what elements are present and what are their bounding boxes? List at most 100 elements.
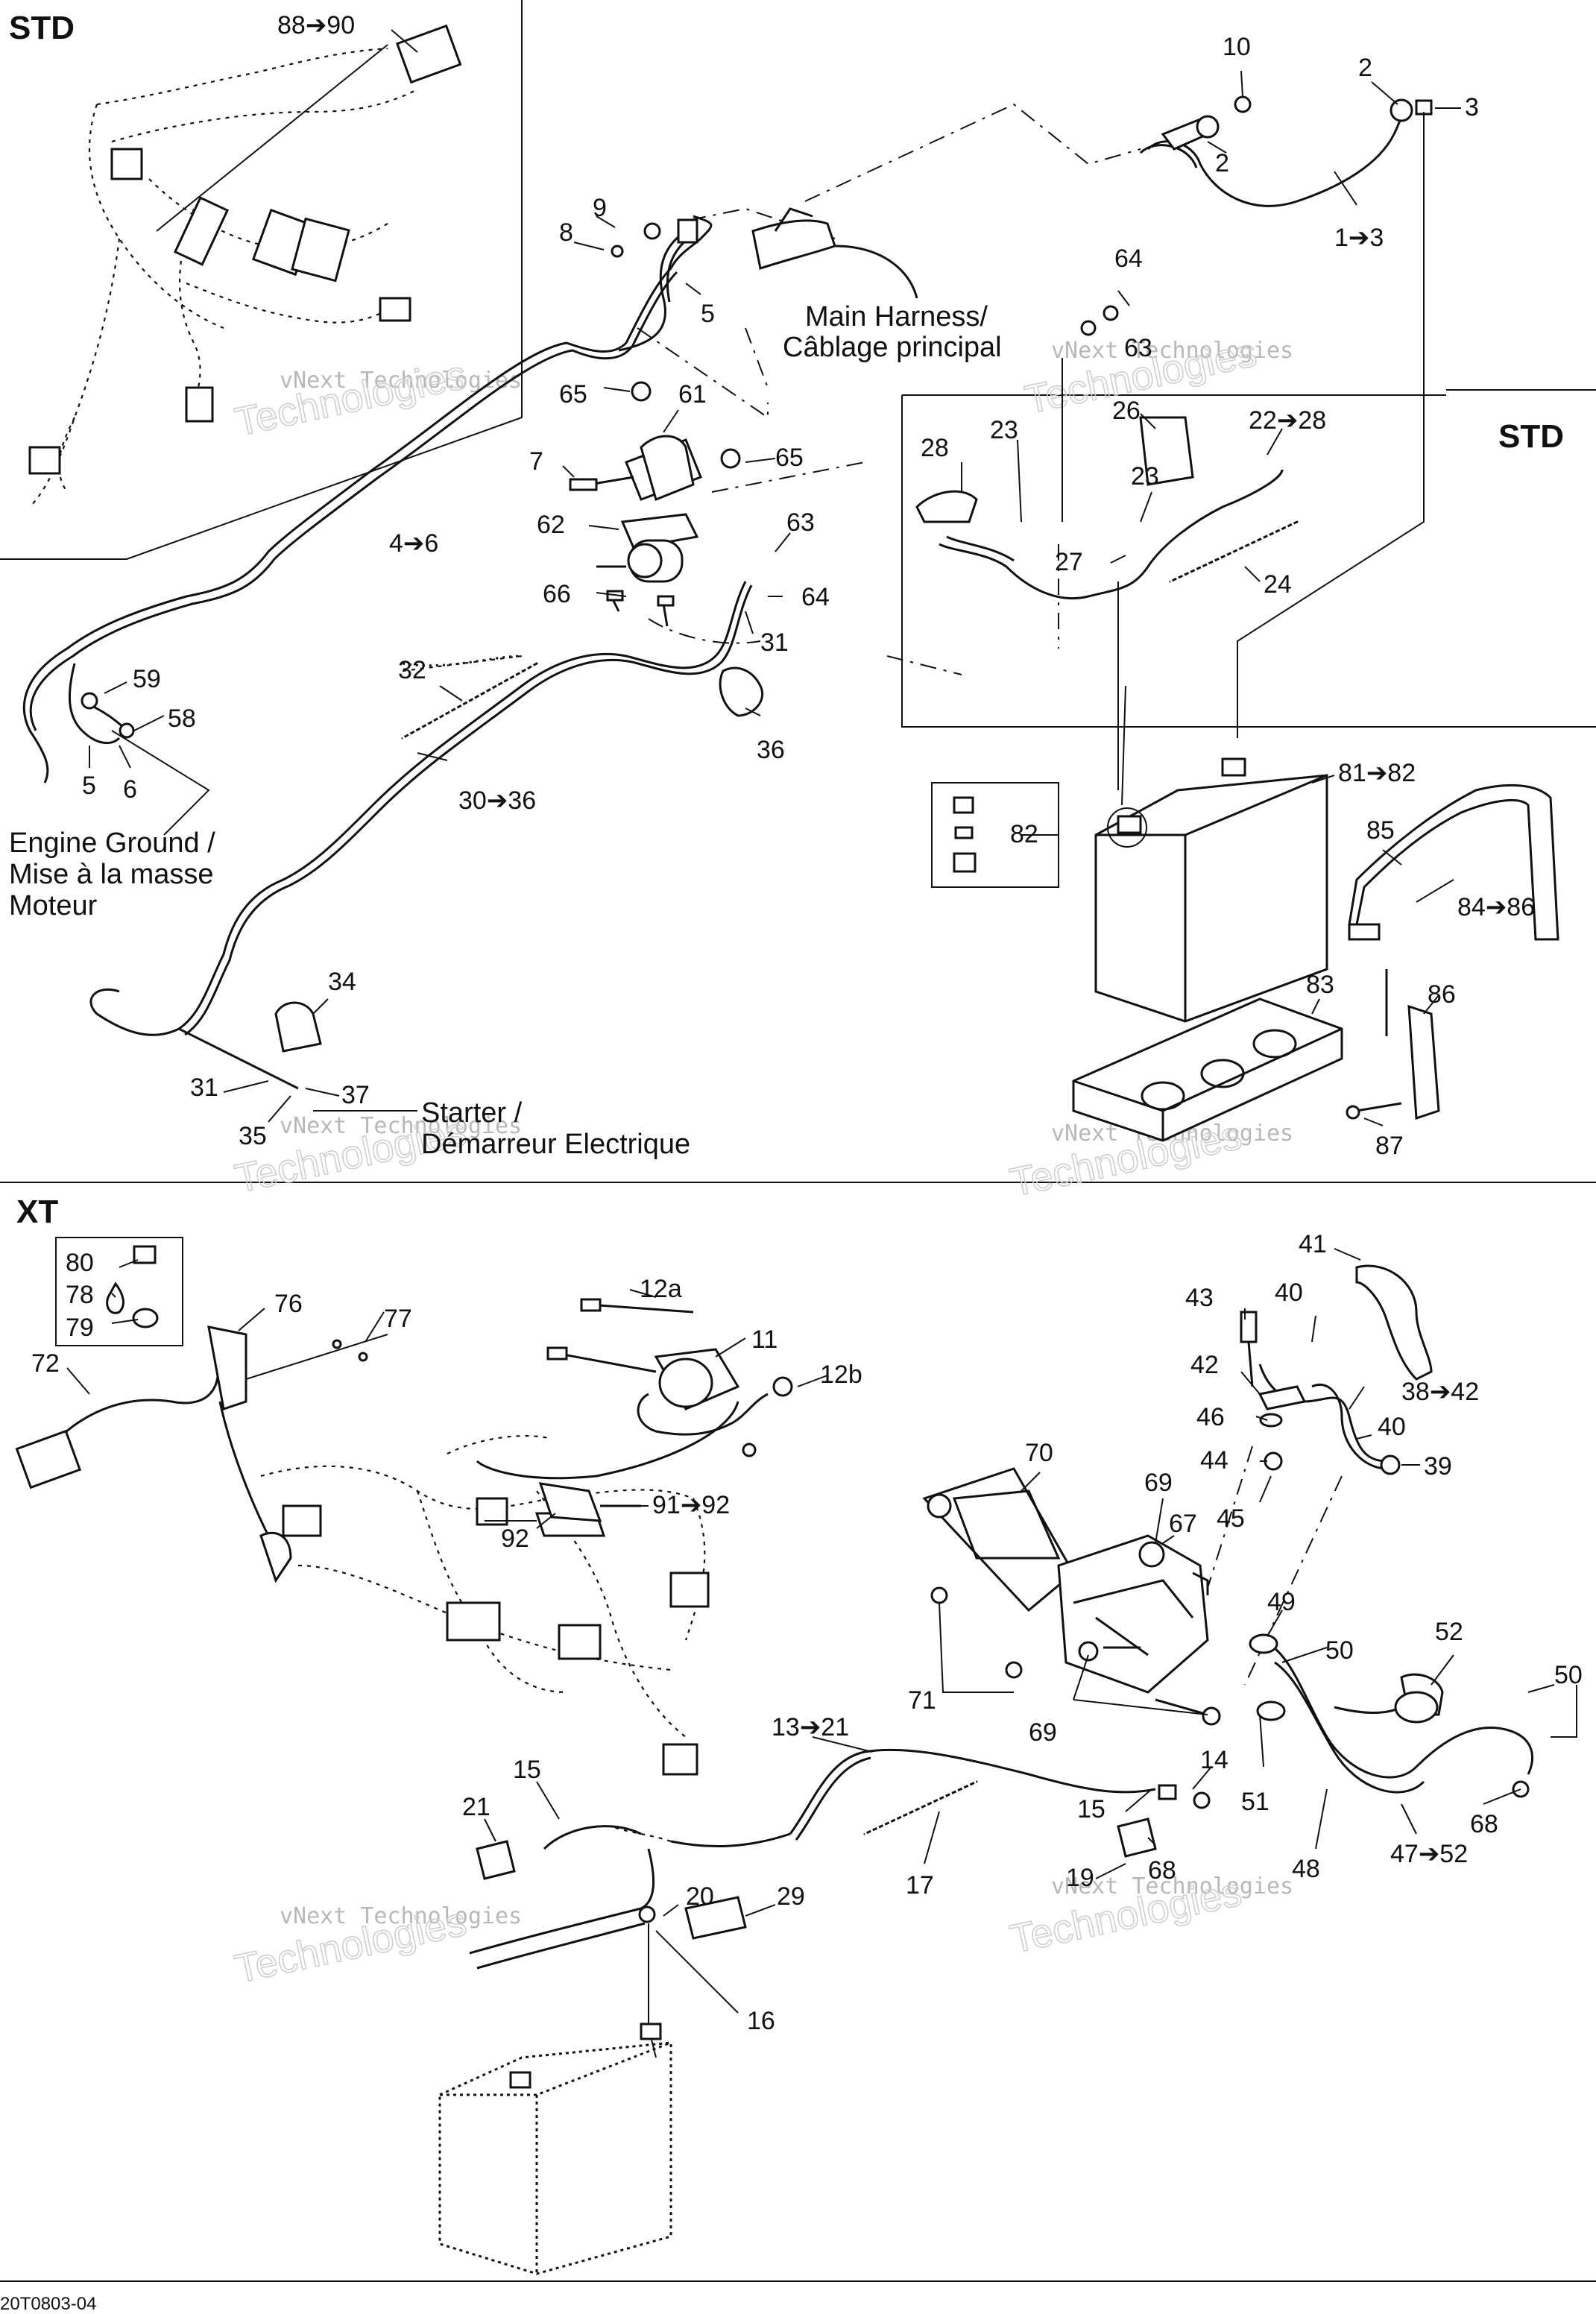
callout-69: 69 [1144, 1469, 1173, 1497]
terminal-cover-icon [915, 490, 978, 523]
callout-83: 83 [1306, 971, 1334, 999]
svg-text:vNext Technologies: vNext Technologies [1051, 1873, 1293, 1900]
callout-31: 31 [190, 1074, 218, 1102]
leader-lines [66, 29, 1555, 2014]
callout-87: 87 [1375, 1132, 1404, 1160]
bolt-icon [133, 1245, 157, 1264]
std-cables [22, 215, 764, 1090]
xt-connector-91-92 [538, 1482, 641, 1522]
callout-12a: 12a [640, 1275, 682, 1303]
callout-34: 34 [328, 968, 356, 996]
nut-icon [1193, 1791, 1211, 1809]
callout-44: 44 [1200, 1446, 1228, 1475]
callout-9: 9 [593, 194, 607, 222]
callout-81-82: 81➔82 [1338, 759, 1416, 787]
svg-text:Moteur: Moteur [9, 890, 98, 921]
callout-71: 71 [908, 1686, 936, 1715]
callout-22-28: 22➔28 [1249, 406, 1326, 435]
screw-icon [1346, 1105, 1360, 1120]
callout-3: 3 [1465, 93, 1479, 122]
terminal-cover-icon [274, 1001, 322, 1053]
bracket-icon [1407, 1004, 1440, 1120]
callout-14: 14 [1200, 1746, 1228, 1774]
callout-40: 40 [1378, 1413, 1406, 1441]
std-wiring-harness [28, 24, 462, 508]
callout-32: 32 [398, 656, 426, 684]
callout-82: 82 [1010, 820, 1038, 848]
callout-79: 79 [66, 1314, 94, 1342]
xt-solenoid [476, 1298, 793, 1480]
callout-36: 36 [757, 736, 785, 764]
fastener-icon [930, 1586, 948, 1604]
callout-63: 63 [786, 508, 815, 537]
callout-77: 77 [384, 1305, 412, 1333]
callout-68: 68 [1470, 1810, 1498, 1838]
battery-terminal-icon [1117, 815, 1142, 834]
connector-icon [379, 297, 411, 322]
callout-16: 16 [747, 2007, 775, 2035]
section-title-std: STD [9, 10, 75, 46]
callouts: 10 2 3 2 1➔3 9 8 5 64 63 65 61 7 65 62 6… [31, 33, 1583, 2035]
callout-41: 41 [1299, 1230, 1327, 1258]
callout-86: 86 [1428, 980, 1456, 1009]
connector-icon [15, 1429, 82, 1489]
callout-2: 2 [1358, 54, 1372, 82]
callout-27: 27 [1055, 548, 1083, 576]
callout-52: 52 [1435, 1618, 1463, 1646]
connector-icon [110, 148, 143, 180]
callout-51: 51 [1241, 1788, 1269, 1816]
xt-cable-38-42 [1207, 1264, 1433, 1686]
connector-icon [291, 217, 350, 283]
callout-85: 85 [1366, 816, 1395, 845]
callout-72: 72 [31, 1349, 60, 1378]
terminal-cap-icon [1394, 1691, 1439, 1724]
terminal-boot-icon [1139, 416, 1194, 486]
callout-47-52: 47➔52 [1390, 1840, 1468, 1868]
callout-15: 15 [513, 1756, 541, 1784]
solenoid-icon [658, 1358, 713, 1408]
xt-cable-47-52 [1249, 1633, 1577, 1798]
svg-text:Starter /: Starter / [421, 1097, 523, 1129]
callout-30-36: 30➔36 [458, 786, 536, 815]
bolt-icon [569, 478, 598, 491]
callout-21: 21 [462, 1793, 491, 1821]
callout-11: 11 [751, 1325, 778, 1354]
callout-40: 40 [1275, 1279, 1303, 1307]
xt-harness [15, 1325, 710, 1776]
ring-terminal-icon [677, 218, 698, 244]
callout-39: 39 [1424, 1452, 1452, 1481]
washer-icon [1259, 1413, 1283, 1428]
bolt-icon [1240, 1311, 1258, 1343]
protective-sleeve-icon [1355, 1264, 1433, 1381]
xt-starter-motor [1057, 1534, 1221, 1726]
bracket-icon [207, 1325, 247, 1410]
callout-2: 2 [1215, 149, 1229, 177]
terminal-boot-icon [476, 1840, 516, 1880]
svg-text:Câblage principal: Câblage principal [783, 332, 1002, 363]
drawing-code: 20T0803-04 [0, 2294, 96, 2314]
callout-28: 28 [921, 434, 949, 462]
callout-64: 64 [801, 583, 830, 611]
note-main-harness: Main Harness/ Câblage principal [783, 301, 1002, 363]
callout-65: 65 [559, 380, 587, 409]
callout-5: 5 [701, 300, 715, 328]
callout-48: 48 [1292, 1855, 1320, 1883]
connector-icon [395, 24, 462, 84]
battery-tray [1072, 997, 1343, 1142]
main-harness-connector [751, 207, 918, 299]
svg-text:Mise à la masse: Mise à la masse [9, 859, 214, 890]
connector-icon [558, 1624, 602, 1660]
callout-68: 68 [1148, 1856, 1176, 1885]
cable-5 [611, 207, 836, 388]
callout-8: 8 [559, 218, 573, 247]
callout-17: 17 [906, 1871, 934, 1900]
callout-70: 70 [1025, 1439, 1053, 1467]
callout-62: 62 [537, 511, 565, 539]
callout-23: 23 [990, 416, 1018, 444]
callout-20: 20 [686, 1882, 714, 1911]
callout-38-42: 38➔42 [1401, 1378, 1479, 1406]
xt-cable-13-21 [611, 1748, 1211, 1858]
note-engine-ground: Engine Ground / Mise à la masse Moteur [9, 827, 215, 921]
callout-49: 49 [1267, 1588, 1296, 1616]
